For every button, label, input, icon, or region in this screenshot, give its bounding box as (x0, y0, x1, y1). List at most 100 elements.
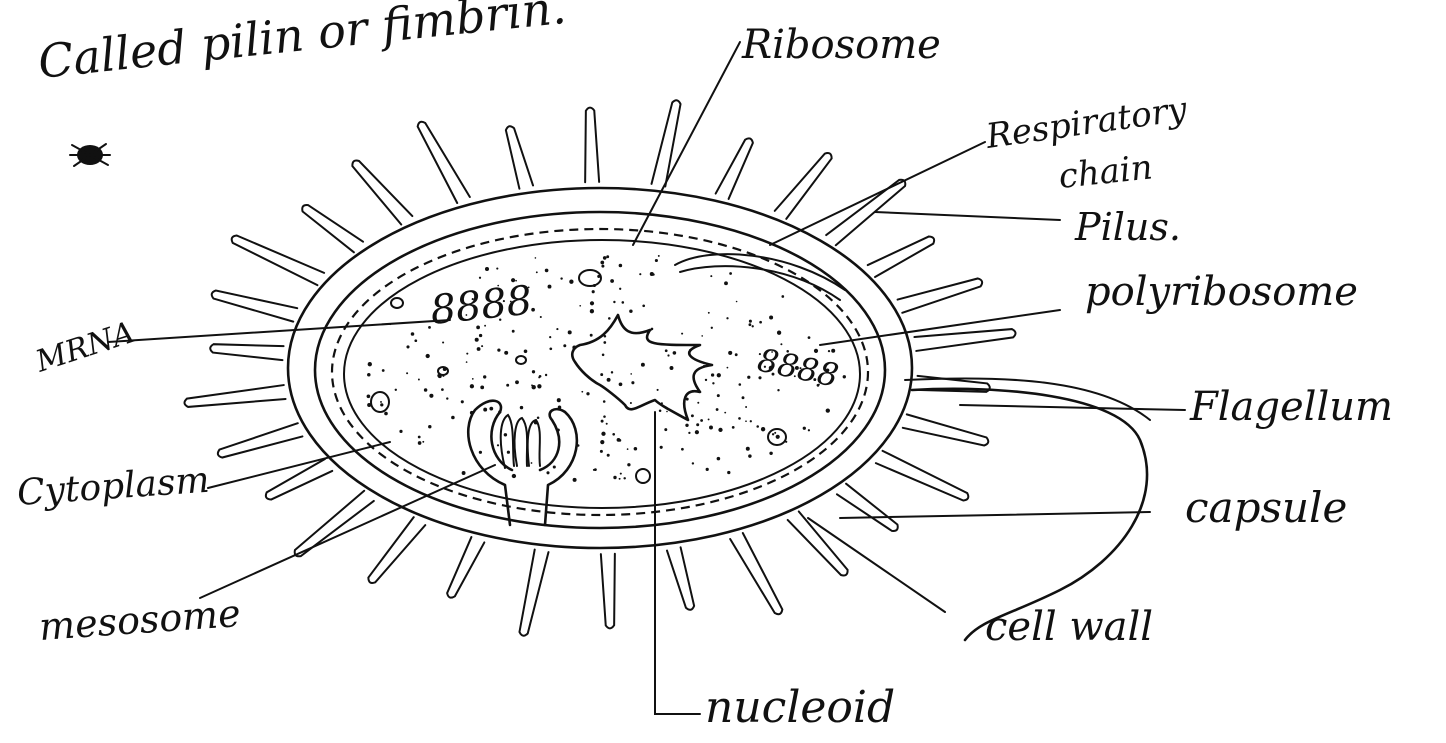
cytoplasm-granule (709, 426, 713, 430)
cytoplasm-granule (769, 315, 773, 319)
cytoplasm-granule (489, 407, 493, 411)
cytoplasm-granule (606, 423, 608, 425)
cytoplasm-granule (556, 328, 558, 330)
cytoplasm-granule (619, 478, 621, 480)
cytoplasm-granule (600, 373, 603, 376)
cytoplasm-granule (673, 351, 677, 355)
cytoplasm-granule (660, 446, 663, 449)
label-pilus: Pilus. (1074, 205, 1181, 249)
cytoplasm-granule (650, 272, 654, 276)
pilus-strand (184, 385, 285, 407)
cytoplasm-granule (831, 349, 835, 353)
cytoplasm-granule (504, 351, 508, 355)
cytoplasm-granule (600, 261, 604, 265)
cytoplasm-granule (667, 354, 669, 356)
cytoplasm-granule (384, 412, 388, 416)
cytoplasm-granule (470, 384, 474, 388)
cytoplasm-granule (406, 372, 408, 374)
cytoplasm-granule (368, 362, 372, 366)
cytoplasm-granule (535, 257, 537, 259)
cytoplasm-granule (664, 428, 667, 431)
pilus-strand (368, 517, 425, 583)
pilus-strand (903, 414, 989, 445)
cytoplasm-granule (681, 448, 684, 451)
pilus-strand (295, 491, 374, 557)
cytoplasm-granule (630, 402, 632, 404)
cytoplasm-granule (607, 378, 611, 382)
cytoplasm-granule (658, 255, 660, 257)
cytoplasm-granule (497, 348, 500, 351)
cytoplasm-granule (602, 354, 605, 357)
cytoplasm-granule (712, 382, 714, 384)
cytoplasm-granule (627, 463, 630, 466)
cytoplasm-granule (441, 388, 444, 391)
cytoplasm-granule (600, 450, 603, 453)
cytoplasm-granule (380, 401, 382, 403)
cytoplasm-granule (774, 432, 776, 434)
cytoplasm-granule (641, 363, 645, 367)
cytoplasm-granule (717, 373, 721, 377)
cytoplasm-granule (639, 273, 641, 275)
cytoplasm-granule (537, 384, 541, 388)
bug-scribble-icon (70, 144, 110, 166)
cytoplasm-granule (772, 433, 774, 435)
pilus-strand (210, 344, 283, 360)
cytoplasm-granule (692, 462, 694, 464)
cytoplasm-granule (557, 398, 561, 402)
pilus-strand (506, 126, 533, 188)
cytoplasm-granule (736, 301, 738, 303)
cytoplasm-granule (546, 471, 549, 474)
cytoplasm-granule (627, 448, 629, 450)
cytoplasm-granule (747, 376, 750, 379)
cytoplasm-granule (803, 427, 806, 430)
cytoplasm-granule (634, 447, 638, 451)
cytoplasm-granule (538, 376, 540, 378)
cytoplasm-granule (590, 309, 594, 313)
cytoplasm-granule (553, 465, 556, 468)
pilus-strand (519, 550, 548, 636)
cytoplasm-granule (536, 271, 538, 273)
cytoplasm-granule (466, 353, 468, 355)
label-respiratory-chain-1: Respiratory (983, 89, 1190, 157)
cytoplasm-granule (724, 281, 728, 285)
cytoplasm-granule (418, 379, 420, 381)
cytoplasm-granule (742, 396, 745, 399)
cytoplasm-granule (769, 452, 772, 455)
cytoplasm-granule (593, 469, 595, 471)
pilus-strand (447, 537, 484, 598)
cytoplasm-granule (619, 264, 623, 268)
pilus-strand (730, 533, 782, 614)
cytoplasm-granule (777, 389, 779, 391)
cytoplasm-granule (479, 451, 482, 454)
cytoplasm-granule (630, 373, 632, 375)
cytoplasm-granule (717, 457, 721, 461)
pilus-strand (652, 100, 681, 186)
cytoplasm-granule (560, 277, 562, 279)
cytoplasm-granule (531, 462, 533, 464)
cytoplasm-granule (724, 412, 726, 414)
cytoplasm-granule (619, 439, 622, 442)
cytoplasm-granule (620, 473, 622, 475)
cytoplasm-granule (411, 332, 415, 336)
cytoplasm-granule (603, 341, 606, 344)
cytoplasm-granule (613, 301, 615, 303)
cytoplasm-granule (601, 420, 604, 423)
cytoplasm-granule (710, 275, 712, 277)
cytoplasm-granule (629, 309, 632, 312)
cytoplasm-granule (399, 430, 402, 433)
label-mrna: MRNA (31, 315, 139, 380)
cytoplasm-granule (619, 382, 623, 386)
cytoplasm-granule (483, 375, 486, 378)
cytoplasm-granule (549, 336, 551, 338)
cytoplasm-granule (590, 334, 593, 337)
cytoplasm-granule (472, 378, 474, 380)
cytoplasm-granule (706, 468, 709, 471)
cytoplasm-granule (718, 428, 722, 432)
cytoplasm-granule (746, 447, 750, 451)
cytoplasm-granule (406, 345, 409, 348)
cytoplasm-granule (711, 327, 713, 329)
cytoplasm-granule (727, 367, 729, 369)
cytoplasm-granule (716, 408, 719, 411)
cytoplasm-granule (451, 416, 455, 420)
